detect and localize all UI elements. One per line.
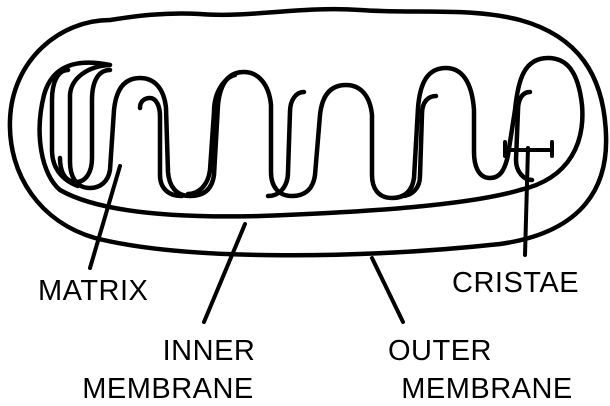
outer-membrane-label-line1: OUTER (370, 334, 510, 368)
crista-fold-1 (52, 70, 78, 186)
inner-membrane-outline (40, 58, 583, 216)
inner-membrane-label-line2: MEMBRANE (64, 372, 272, 406)
outer-membrane-label-line2: MEMBRANE (384, 372, 590, 406)
cristae-label: CRISTAE (452, 266, 579, 300)
inner-membrane-leader-line (204, 224, 245, 322)
crista-fold-2 (60, 70, 110, 182)
outer-membrane-leader-line (372, 258, 403, 322)
crista-fold-3 (140, 98, 182, 196)
crista-fold-7 (516, 92, 532, 180)
crista-fold-4 (188, 75, 235, 194)
inner-membrane-label-line1: INNER (142, 334, 276, 368)
matrix-label: MATRIX (38, 274, 148, 308)
